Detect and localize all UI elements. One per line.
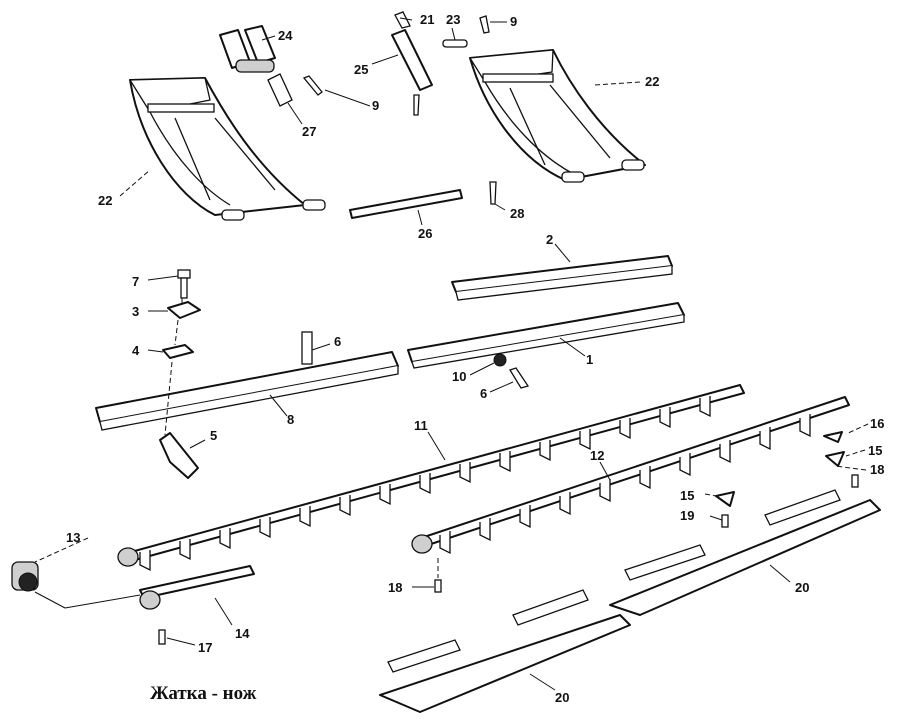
part-19-bolt [721,514,729,528]
part-12-knife [411,396,850,555]
part-10-nut [493,353,507,367]
label-11: 11 [414,418,428,433]
part-15-plate-upper [715,491,735,507]
part-22-right-divider [468,49,646,183]
part-18-bolt-lower [434,579,442,593]
part-28-pin [489,181,497,205]
label-5: 5 [210,428,217,443]
label-12: 12 [590,448,604,463]
part-16-plate [823,431,843,443]
label-14: 14 [235,626,250,641]
label-25: 25 [354,62,368,77]
part-4-plate [162,344,194,359]
part-5-point [159,432,199,479]
part-9-pin-top [479,15,490,34]
part-17-bolt [158,629,166,645]
part-22-left-divider [128,77,326,221]
label-9-mid: 9 [372,98,379,113]
part-6-bolt-upper [301,331,313,365]
part-6-bolt-lower [509,367,530,389]
label-22-left: 22 [98,193,112,208]
part-14-bar [139,565,255,610]
part-24-hinge [219,25,276,73]
label-18-lower: 18 [388,580,402,595]
part-9-pin-low [413,94,420,116]
label-4: 4 [132,343,140,358]
label-20-left: 20 [555,690,569,705]
label-6-lower: 6 [480,386,487,401]
part-21-cotter-pin [394,11,411,29]
part-1-bar [407,302,685,369]
label-28: 28 [510,206,524,221]
part-20-guard-left [379,589,631,713]
part-20-guard-right [609,489,881,616]
part-8-bar [95,351,399,431]
part-7-bolt [180,277,188,299]
label-13: 13 [66,530,80,545]
label-26: 26 [418,226,432,241]
label-27: 27 [302,124,316,139]
label-7: 7 [132,274,139,289]
label-24: 24 [278,28,293,43]
label-19: 19 [680,508,694,523]
part-3-nut [167,301,201,319]
label-18-right: 18 [870,462,884,477]
part-18-bolt-right [851,474,859,488]
part-11-knife [117,384,745,572]
label-10: 10 [452,369,466,384]
label-9-top: 9 [510,14,517,29]
label-21: 21 [420,12,434,27]
label-2: 2 [546,232,553,247]
part-2-bar [451,255,673,301]
label-22-right: 22 [645,74,659,89]
label-23: 23 [446,12,460,27]
part-7-bolt-head [177,269,191,279]
part-9-pin-mid [302,75,323,96]
part-15-plate-right [825,451,845,467]
label-8: 8 [287,412,294,427]
label-15-upper: 15 [680,488,694,503]
label-20-right: 20 [795,580,809,595]
diagram-caption: Жатка - нож [150,683,257,704]
label-3: 3 [132,304,139,319]
part-26-rod [349,189,463,219]
label-17: 17 [198,640,212,655]
part-13-roller [11,561,39,592]
label-16: 16 [870,416,884,431]
label-6-upper: 6 [334,334,341,349]
part-27-plate [267,73,293,107]
part-23-pin [442,39,468,48]
label-1: 1 [586,352,593,367]
part-25-bar [391,29,433,91]
label-15-right: 15 [868,443,882,458]
